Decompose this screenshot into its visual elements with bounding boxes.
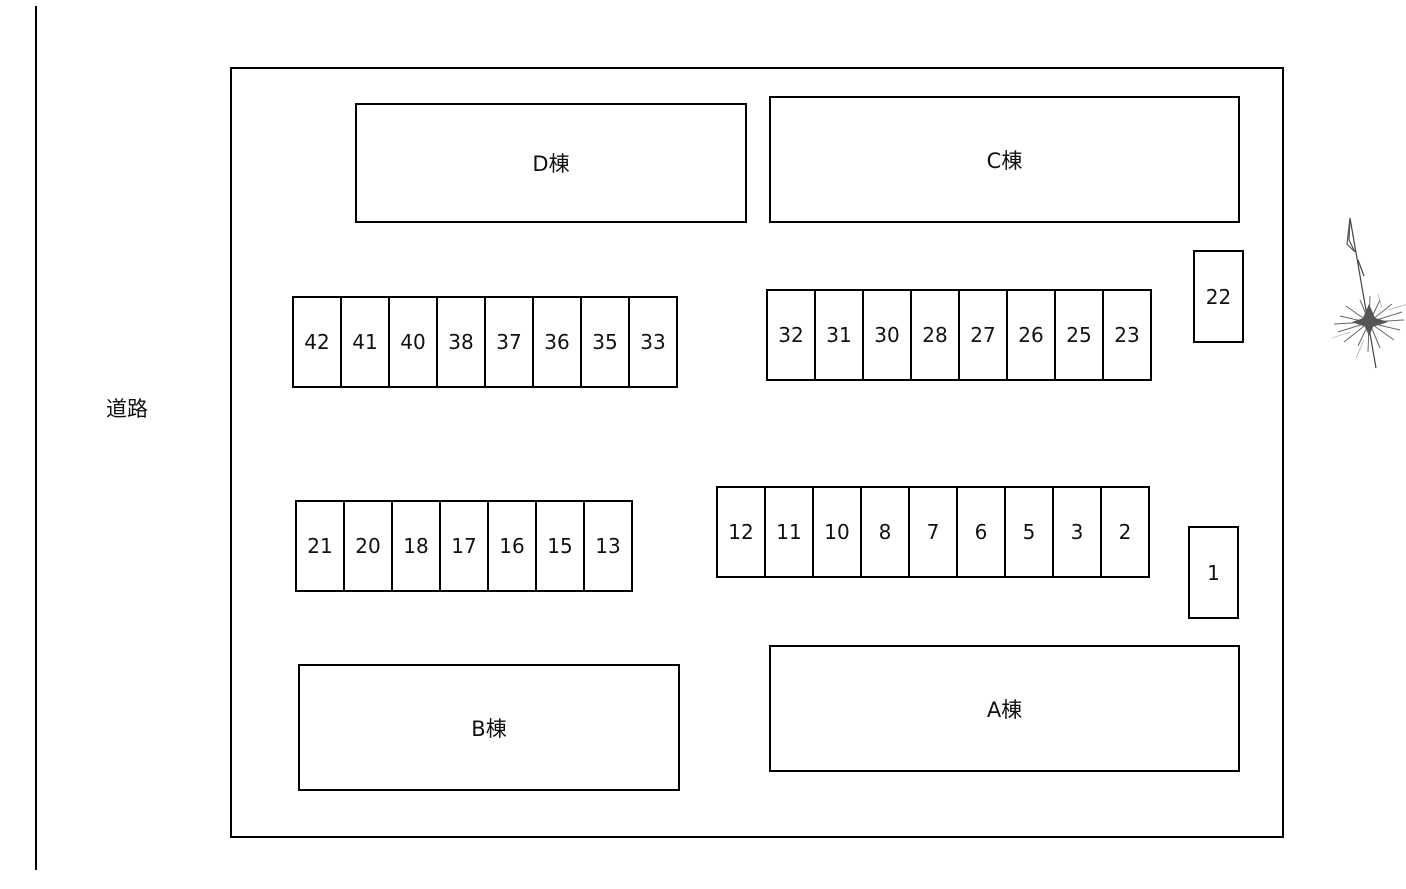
parking-spot[interactable]: 13 [583, 500, 633, 592]
parking-spot[interactable]: 8 [860, 486, 910, 578]
parking-spot[interactable]: 41 [340, 296, 390, 388]
parking-spot[interactable]: 30 [862, 289, 912, 381]
parking-spot[interactable]: 25 [1054, 289, 1104, 381]
road-line [35, 6, 37, 870]
parking-spot[interactable]: 36 [532, 296, 582, 388]
parking-row-bottom-left: 21 20 18 17 16 15 13 [295, 500, 633, 592]
parking-spot[interactable]: 32 [766, 289, 816, 381]
parking-spot[interactable]: 35 [580, 296, 630, 388]
parking-spot-1[interactable]: 1 [1188, 526, 1239, 619]
parking-spot-22[interactable]: 22 [1193, 250, 1244, 343]
parking-spot[interactable]: 21 [295, 500, 345, 592]
north-arrow-compass-icon [1331, 217, 1406, 369]
road-label: 道路 [106, 397, 148, 421]
parking-spot[interactable]: 31 [814, 289, 864, 381]
parking-spot[interactable]: 16 [487, 500, 537, 592]
parking-spot[interactable]: 37 [484, 296, 534, 388]
parking-spot[interactable]: 42 [292, 296, 342, 388]
parking-spot[interactable]: 15 [535, 500, 585, 592]
parking-spot[interactable]: 6 [956, 486, 1006, 578]
parking-spot[interactable]: 18 [391, 500, 441, 592]
parking-spot[interactable]: 40 [388, 296, 438, 388]
parking-spot[interactable]: 7 [908, 486, 958, 578]
parking-row-bottom-right: 12 11 10 8 7 6 5 3 2 [716, 486, 1150, 578]
building-a: A棟 [769, 645, 1240, 772]
parking-spot[interactable]: 5 [1004, 486, 1054, 578]
parking-row-top-left: 42 41 40 38 37 36 35 33 [292, 296, 678, 388]
parking-spot[interactable]: 12 [716, 486, 766, 578]
parking-spot[interactable]: 33 [628, 296, 678, 388]
parking-spot[interactable]: 38 [436, 296, 486, 388]
parking-row-top-right: 32 31 30 28 27 26 25 23 [766, 289, 1152, 381]
building-c: C棟 [769, 96, 1240, 223]
parking-spot[interactable]: 2 [1100, 486, 1150, 578]
parking-spot[interactable]: 3 [1052, 486, 1102, 578]
parking-spot[interactable]: 17 [439, 500, 489, 592]
parking-spot[interactable]: 27 [958, 289, 1008, 381]
parking-spot[interactable]: 11 [764, 486, 814, 578]
building-b: B棟 [298, 664, 680, 791]
parking-spot[interactable]: 10 [812, 486, 862, 578]
building-d: D棟 [355, 103, 747, 223]
parking-spot[interactable]: 23 [1102, 289, 1152, 381]
parking-spot[interactable]: 20 [343, 500, 393, 592]
lot-boundary [230, 67, 1284, 838]
parking-spot[interactable]: 28 [910, 289, 960, 381]
parking-spot[interactable]: 26 [1006, 289, 1056, 381]
